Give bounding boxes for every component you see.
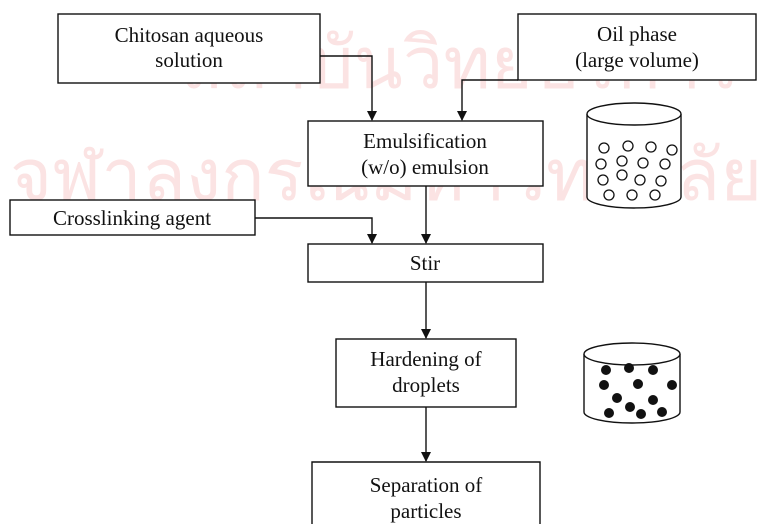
hollow-droplets [595,140,678,201]
crosslinking-label: Crosslinking agent [53,206,211,230]
box-chitosan-solution: Chitosan aqueous solution [57,13,321,84]
separation-label-line-1: Separation of [370,473,483,497]
box-oil-phase: Oil phase (large volume) [517,13,757,81]
oil-label-line-1: Oil phase [597,22,677,46]
arrow-crosslinking-to-stir [255,217,377,244]
separation-label-line-2: particles [390,499,461,523]
stir-label: Stir [410,251,440,275]
box-stir: Stir [307,243,544,283]
chitosan-label-line-2: solution [155,48,223,72]
box-hardening: Hardening of droplets [335,338,517,408]
hardened-container-illustration [583,342,681,424]
box-separation: Separation of particles [311,461,541,524]
box-emulsification: Emulsification (w/o) emulsion [307,120,544,187]
emulsification-label-line-1: Emulsification [363,129,487,153]
box-crosslinking-agent: Crosslinking agent [9,199,256,236]
filled-droplets [599,363,677,419]
arrow-oil-to-emulsification [457,79,518,121]
arrow-chitosan-to-emulsification [319,55,377,121]
emulsion-container-illustration [586,102,682,209]
oil-label-line-2: (large volume) [575,48,699,72]
chitosan-label-line-1: Chitosan aqueous [115,23,264,47]
hardening-label-line-1: Hardening of [370,347,481,371]
emulsification-label-line-2: (w/o) emulsion [361,155,489,179]
connectors [255,55,518,462]
hardening-label-line-2: droplets [392,373,460,397]
